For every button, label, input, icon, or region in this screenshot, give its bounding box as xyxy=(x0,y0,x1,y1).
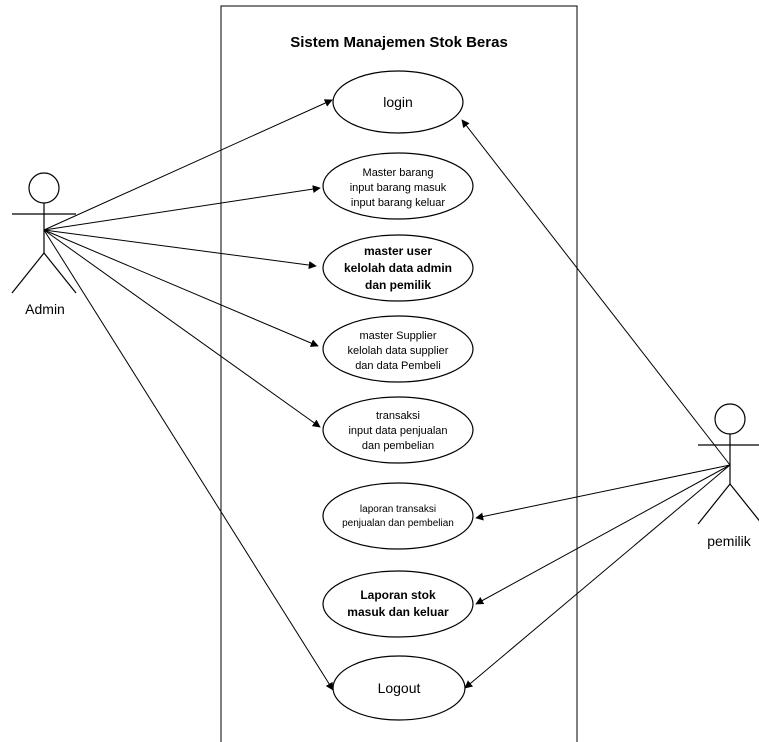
pemilik-to-login-line xyxy=(461,119,731,466)
pemilik-associations xyxy=(461,119,731,689)
use-case-master-barang-line-3: input barang keluar xyxy=(351,197,446,209)
admin-associations xyxy=(43,99,334,691)
use-case-login: login xyxy=(332,70,464,134)
admin-to-login-line xyxy=(43,99,333,231)
use-case-login-ellipse xyxy=(332,70,464,134)
actor-admin-left-leg xyxy=(11,252,45,294)
admin-to-master-barang-line xyxy=(43,185,321,231)
actor-pemilik-left-leg xyxy=(697,483,731,525)
pemilik-to-laporan-transaksi-line xyxy=(475,464,731,521)
use-case-master-user-line-1: master user xyxy=(364,244,432,258)
use-case-laporan-transaksi-ellipse xyxy=(322,482,474,550)
use-case-master-supplier-ellipse xyxy=(322,315,474,383)
use-case-master-barang-line-1: Master barang xyxy=(363,167,434,179)
use-case-master-supplier-line-2: kelolah data supplier xyxy=(348,345,449,357)
use-case-laporan-stok-line-1: Laporan stok xyxy=(360,588,436,602)
actor-admin-label: Admin xyxy=(25,301,65,317)
admin-to-master-user-line xyxy=(43,229,317,270)
use-case-master-barang-line-2: input barang masuk xyxy=(350,182,447,194)
use-case-transaksi-line-1: transaksi xyxy=(376,410,420,422)
actor-pemilik-head xyxy=(714,403,746,435)
use-case-laporan-transaksi-line-1: laporan transaksi xyxy=(360,504,436,515)
actor-admin-head xyxy=(28,172,60,204)
pemilik-to-logout-line xyxy=(464,464,731,689)
actor-pemilik-right-leg xyxy=(729,483,759,522)
use-case-laporan-stok-ellipse xyxy=(322,570,474,638)
use-case-transaksi-line-2: input data penjualan xyxy=(348,425,447,437)
use-case-master-user-line-3: dan pemilik xyxy=(365,278,431,292)
use-case-logout: Logout xyxy=(332,655,466,721)
use-case-logout-label: Logout xyxy=(378,680,421,696)
use-case-transaksi-ellipse xyxy=(322,396,474,464)
use-case-master-barang-ellipse xyxy=(322,152,474,220)
use-case-master-supplier-line-1: master Supplier xyxy=(359,330,436,342)
use-case-master-user: master user kelolah data admin dan pemil… xyxy=(322,234,474,302)
admin-to-transaksi-line xyxy=(43,229,321,428)
use-case-logout-ellipse xyxy=(332,655,466,721)
pemilik-to-laporan-stok-line xyxy=(475,464,731,605)
use-case-transaksi: transaksi input data penjualan dan pembe… xyxy=(322,396,474,464)
actor-pemilik: pemilik xyxy=(697,403,759,549)
use-case-master-barang: Master barang input barang masuk input b… xyxy=(322,152,474,220)
use-case-master-user-ellipse xyxy=(322,234,474,302)
actor-admin-right-leg xyxy=(43,252,77,294)
use-case-laporan-transaksi-line-2: penjualan dan pembelian xyxy=(342,518,454,529)
actor-admin: Admin xyxy=(11,172,77,317)
system-title: Sistem Manajemen Stok Beras xyxy=(290,34,508,51)
use-case-master-supplier: master Supplier kelolah data supplier da… xyxy=(322,315,474,383)
admin-to-logout-line xyxy=(43,229,334,691)
use-case-laporan-stok-line-2: masuk dan keluar xyxy=(347,605,449,619)
admin-to-master-supplier-line xyxy=(43,229,319,347)
actor-pemilik-label: pemilik xyxy=(707,533,752,549)
use-case-master-user-line-2: kelolah data admin xyxy=(344,261,452,275)
use-case-laporan-transaksi: laporan transaksi penjualan dan pembelia… xyxy=(322,482,474,550)
use-case-master-supplier-line-3: dan data Pembeli xyxy=(355,360,441,372)
use-case-transaksi-line-3: dan pembelian xyxy=(362,440,434,452)
use-case-login-label: login xyxy=(383,94,413,110)
use-case-laporan-stok: Laporan stok masuk dan keluar xyxy=(322,570,474,638)
